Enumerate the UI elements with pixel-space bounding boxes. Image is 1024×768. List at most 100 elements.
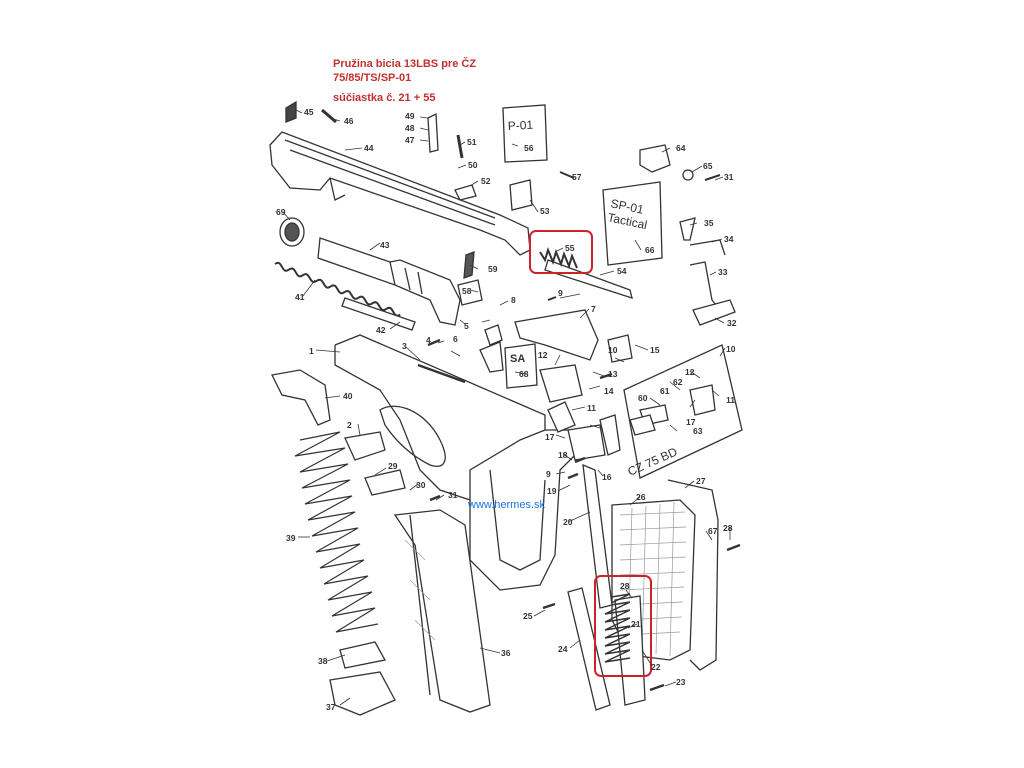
cz75bd-inset: [623, 344, 743, 479]
part-label: 35: [704, 218, 714, 228]
barrel-part: [317, 237, 461, 326]
part-label: 49: [405, 111, 415, 121]
part-label: 8: [511, 295, 516, 305]
leader-lines: [282, 109, 731, 706]
part-label: 54: [617, 266, 627, 276]
part-label: 17: [545, 432, 555, 442]
part-label: 17: [686, 417, 696, 427]
part-label: 23: [676, 677, 686, 687]
part-label: 34: [724, 234, 734, 244]
part-label: 63: [693, 426, 703, 436]
magazine-catch-part: [271, 369, 406, 496]
sp01-tactical-inset: [602, 181, 663, 266]
part-label: 15: [650, 345, 660, 355]
part-label: 53: [540, 206, 550, 216]
pins-part: [417, 338, 741, 692]
part-label: 21: [631, 619, 641, 629]
inset-label-sp01: SP-01: [609, 196, 645, 217]
part-label: 20: [563, 517, 573, 527]
part-label: 67: [708, 526, 718, 536]
part-label: 57: [572, 172, 582, 182]
part-label: 33: [718, 267, 728, 277]
part-label: 19: [547, 486, 557, 496]
part-label: 46: [344, 116, 354, 126]
part-label: 40: [343, 391, 353, 401]
part-label: 3: [402, 341, 407, 351]
magazine-floorplate-part: [329, 641, 396, 716]
part-label: 42: [376, 325, 386, 335]
part-label: 45: [304, 107, 314, 117]
diagram-title-line-1: Pružina bicia 13LBS pre ČZ: [333, 58, 477, 70]
part-label: 25: [523, 611, 533, 621]
part-label: 10: [608, 345, 618, 355]
hammer-spring-part-21: [604, 593, 631, 663]
part-label: 43: [380, 240, 390, 250]
part-label: 31: [448, 490, 458, 500]
part-label: 7: [591, 304, 596, 314]
part-label: 5: [464, 321, 469, 331]
sa-inset: [504, 343, 538, 389]
part-label: 68: [519, 369, 529, 379]
part-label: 38: [318, 656, 328, 666]
part-label: 14: [604, 386, 614, 396]
part-label: 51: [467, 137, 477, 147]
part-label: 50: [468, 160, 478, 170]
part-label: 44: [364, 143, 374, 153]
part-label: 12: [685, 367, 695, 377]
diagram-title-line-2: 75/85/TS/SP-01: [333, 72, 412, 84]
part-label: 13: [608, 369, 618, 379]
part-label: 64: [676, 143, 686, 153]
part-label: 55: [565, 243, 575, 253]
part-label: 1: [309, 346, 314, 356]
part-label: 59: [488, 264, 498, 274]
part-label: 36: [501, 648, 511, 658]
slide-part: [269, 100, 531, 256]
p01-inset: [502, 104, 548, 163]
part-label: 27: [696, 476, 706, 486]
part-number-labels: 1 2 3 4 5 6 7 8 9 9 10 10 11 11 12 12 13…: [276, 107, 737, 712]
part-label: 4: [426, 335, 431, 345]
part-label: 41: [295, 292, 305, 302]
highlight-box-parts-28-21: [594, 575, 652, 677]
part-label: 62: [673, 377, 683, 387]
part-label: 6: [453, 334, 458, 344]
magazine-spring-part: [294, 431, 379, 633]
part-label: 26: [636, 492, 646, 502]
part-label: 11: [587, 403, 596, 413]
part-label: 58: [462, 286, 472, 296]
trigger-group-parts: [427, 112, 633, 609]
bushing-part: [279, 217, 305, 247]
part-label: 28: [620, 581, 630, 591]
part-label: 24: [558, 644, 568, 654]
part-label: 16: [602, 472, 612, 482]
part-label: 69: [276, 207, 286, 217]
part-label: 47: [405, 135, 415, 145]
diagram-subtitle-parts: súčiastka č. 21 + 55: [333, 92, 436, 104]
part-label: 11: [726, 395, 735, 405]
part-label: 66: [645, 245, 655, 255]
recoil-spring-part: [274, 261, 416, 331]
watermark-url: www.hermes.sk: [468, 499, 546, 511]
magazine-part: [393, 509, 491, 713]
firing-pin-part: [544, 259, 633, 299]
firing-pin-spring-part-55: [539, 247, 578, 269]
part-label: 65: [703, 161, 713, 171]
part-label: 52: [481, 176, 491, 186]
part-label: 28: [723, 523, 733, 533]
part-label: 39: [286, 533, 296, 543]
part-label: 56: [524, 143, 534, 153]
highlight-box-part-55: [529, 230, 593, 274]
part-label: 18: [558, 450, 568, 460]
part-label: 60: [638, 393, 648, 403]
part-label: 32: [727, 318, 737, 328]
part-label: 48: [405, 123, 415, 133]
part-label: 22: [651, 662, 661, 672]
part-label: 30: [416, 480, 426, 490]
part-label: 12: [538, 350, 548, 360]
part-label: 10: [726, 344, 736, 354]
part-label: 9: [546, 469, 551, 479]
part-label: 31: [724, 172, 734, 182]
part-label: 2: [347, 420, 352, 430]
